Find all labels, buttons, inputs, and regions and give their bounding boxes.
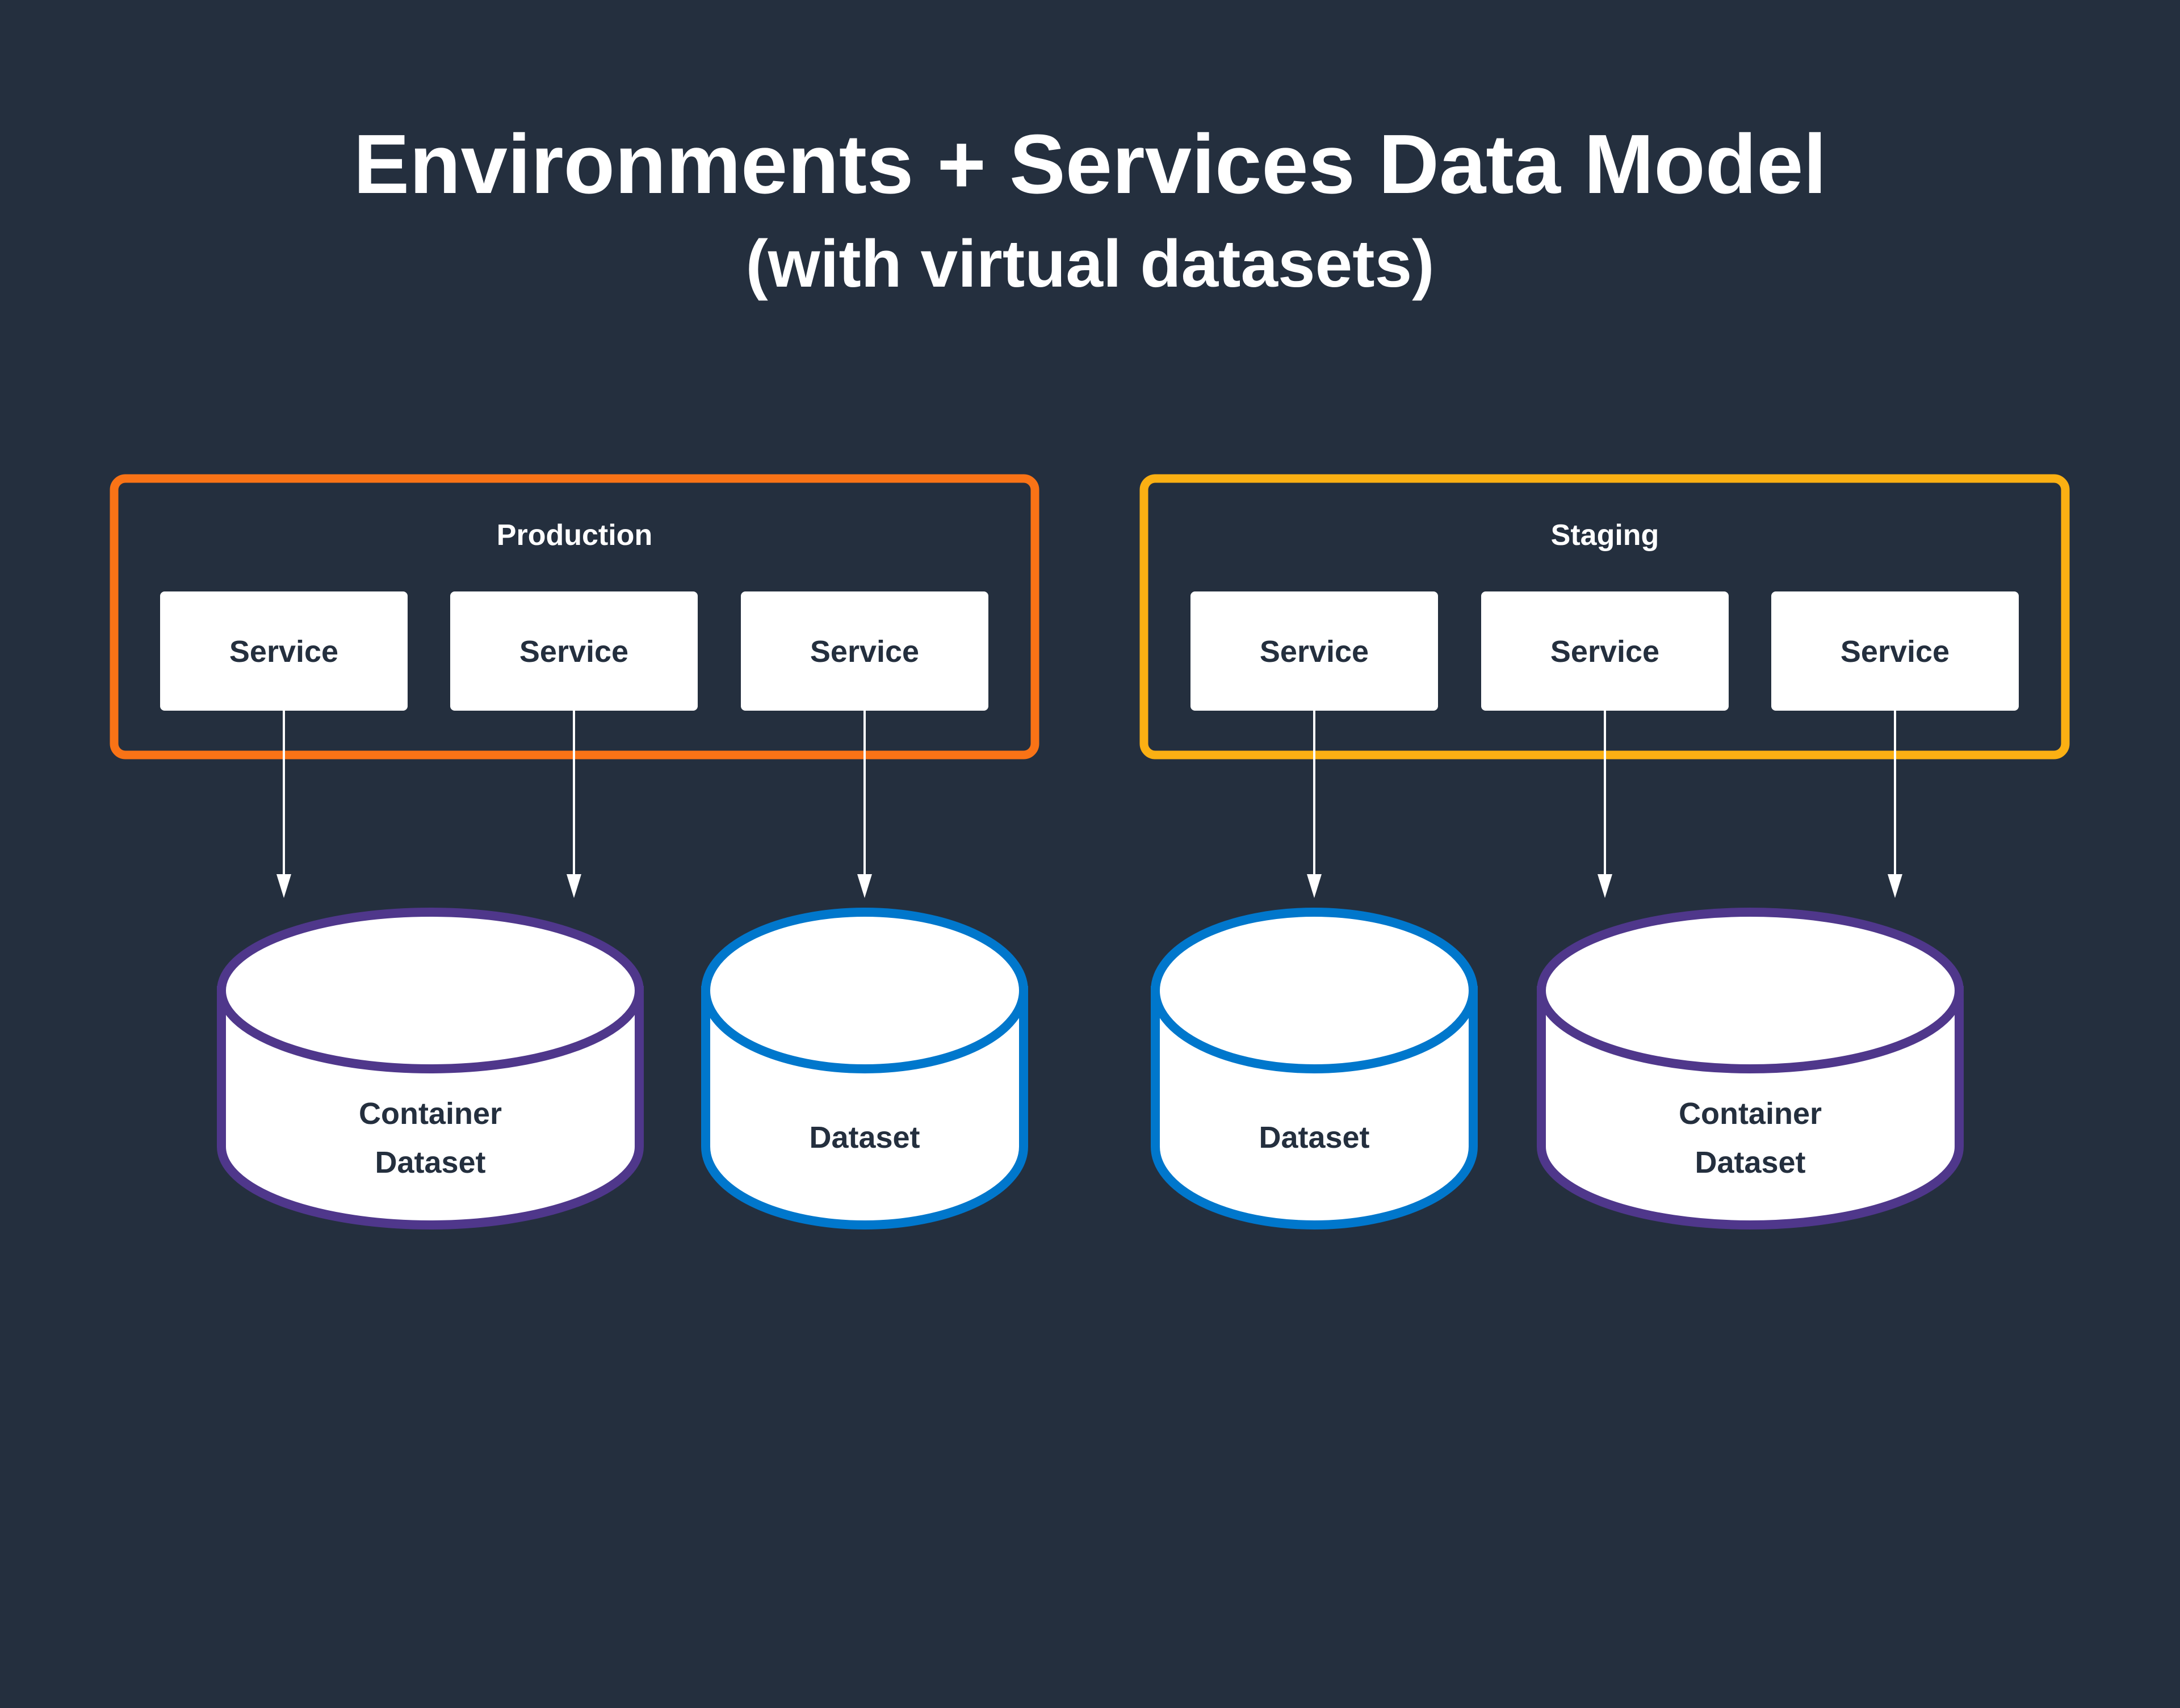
dataset-cylinder[interactable]: Dataset — [701, 908, 1028, 1229]
dataset-label: Dataset — [809, 1121, 920, 1155]
environment-staging: Staging Service Service Service — [1139, 474, 2070, 759]
service-label: Service — [1550, 635, 1659, 669]
arrowhead-icon — [567, 874, 581, 898]
arrow-edge — [567, 711, 581, 898]
cylinder-top[interactable] — [1151, 908, 1478, 1073]
service-box[interactable] — [160, 591, 408, 711]
environment-production: Production Service Service Service — [110, 474, 1039, 759]
service-node[interactable]: Service — [1190, 591, 1438, 711]
service-label: Service — [1260, 635, 1369, 669]
service-node[interactable]: Service — [1771, 591, 2019, 711]
arrow-edge — [1307, 711, 1322, 898]
cylinder-top[interactable] — [217, 908, 644, 1073]
arrowhead-icon — [857, 874, 872, 898]
arrow-edge — [857, 711, 872, 898]
service-label: Service — [1841, 635, 1950, 669]
container-dataset-cylinder[interactable]: Container Dataset — [1537, 908, 1964, 1229]
arrowhead-icon — [1307, 874, 1322, 898]
service-box[interactable] — [741, 591, 988, 711]
service-node[interactable]: Service — [1481, 591, 1729, 711]
service-label: Service — [519, 635, 628, 669]
environment-production-label: Production — [497, 519, 652, 552]
service-node[interactable]: Service — [160, 591, 408, 711]
service-node[interactable]: Service — [741, 591, 988, 711]
arrow-edge — [1888, 711, 1902, 898]
service-label: Service — [810, 635, 919, 669]
service-label: Service — [229, 635, 338, 669]
dataset-label-line-1: Container — [1679, 1097, 1822, 1131]
dataset-label: Dataset — [1259, 1121, 1369, 1155]
service-box[interactable] — [450, 591, 698, 711]
container-dataset-cylinder[interactable]: Container Dataset — [217, 908, 644, 1229]
arrow-edge — [276, 711, 291, 898]
service-box[interactable] — [1481, 591, 1729, 711]
arrowhead-icon — [1598, 874, 1612, 898]
dataset-label-line-1: Container — [359, 1097, 502, 1131]
arrowhead-icon — [1888, 874, 1902, 898]
diagram-subtitle: (with virtual datasets) — [745, 226, 1434, 301]
edges — [276, 711, 1902, 898]
environment-staging-label: Staging — [1551, 519, 1659, 552]
cylinder-top[interactable] — [701, 908, 1028, 1073]
service-box[interactable] — [1190, 591, 1438, 711]
service-node[interactable]: Service — [450, 591, 698, 711]
cylinder-top[interactable] — [1537, 908, 1964, 1073]
arrowhead-icon — [276, 874, 291, 898]
arrow-edge — [1598, 711, 1612, 898]
dataset-label-line-2: Dataset — [375, 1145, 485, 1180]
diagram-title: Environments + Services Data Model — [353, 117, 1826, 211]
dataset-label-line-2: Dataset — [1695, 1145, 1805, 1180]
dataset-cylinder[interactable]: Dataset — [1151, 908, 1478, 1229]
service-box[interactable] — [1771, 591, 2019, 711]
